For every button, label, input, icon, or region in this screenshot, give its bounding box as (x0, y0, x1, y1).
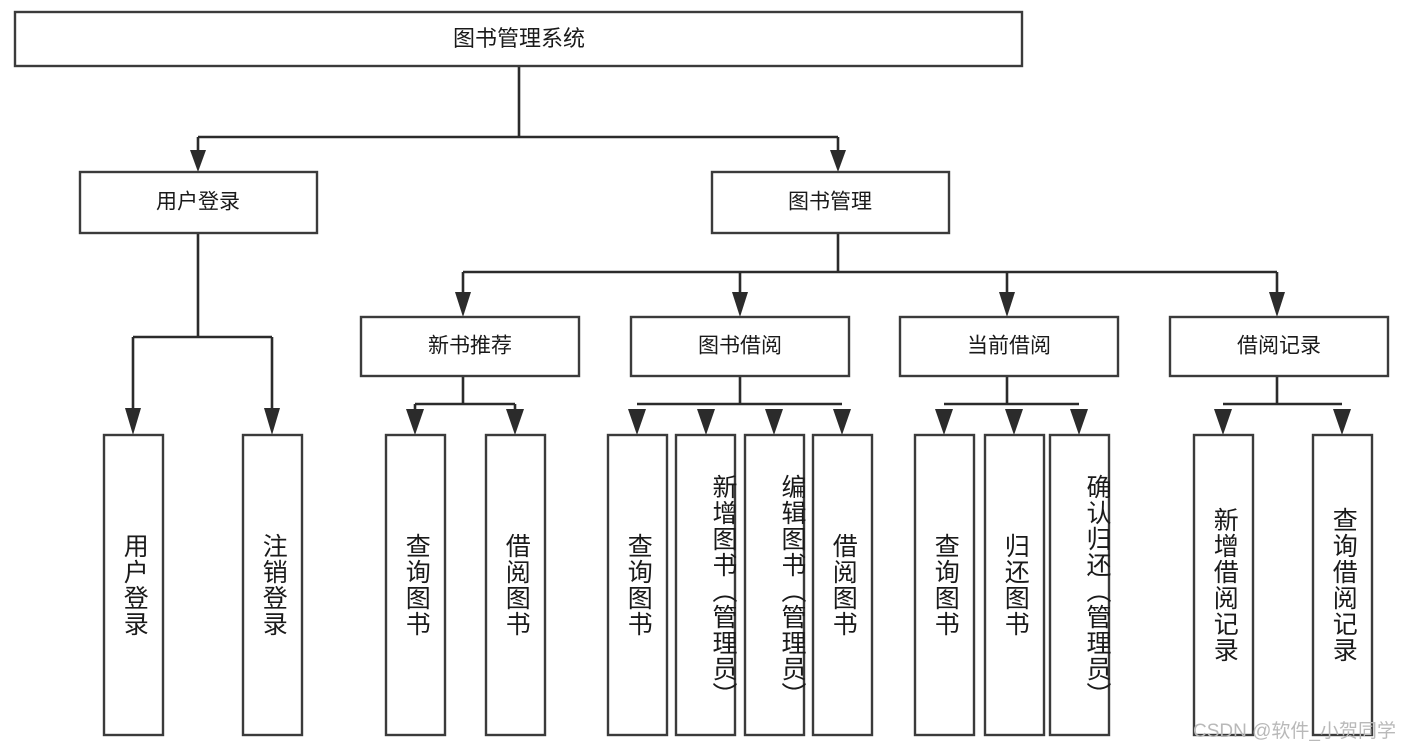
node-new-book-rec[interactable]: 新书推荐 (359, 315, 581, 378)
arrow-leaf-add-record (1214, 409, 1232, 435)
node-book-borrow-box[interactable] (629, 315, 851, 378)
node-book-borrow-label: 图书借阅 (698, 335, 782, 358)
node-current-borrow-label: 当前借阅 (967, 335, 1051, 358)
leaf-return-book-box[interactable] (983, 433, 1046, 737)
arrow-leaf-query-record (1333, 409, 1351, 435)
arrow-book-borrow (732, 292, 748, 317)
arrow-leaf-borrow-book-2 (833, 409, 851, 435)
node-root-label: 图书管理系统 (453, 26, 585, 51)
connectors-book-manage-to-level3 (455, 233, 1285, 317)
connectors-root-to-level2 (190, 66, 846, 172)
node-root-box[interactable] (13, 10, 1024, 68)
leaf-add-record-box[interactable] (1192, 433, 1255, 737)
arrow-leaf-query-book-3 (935, 409, 953, 435)
leaf-user-logout-box[interactable] (241, 433, 304, 737)
leaf-add-book-box[interactable] (674, 433, 737, 737)
leaf-query-book-3-box[interactable] (913, 433, 976, 737)
node-borrow-record-box[interactable] (1168, 315, 1390, 378)
node-current-borrow[interactable]: 当前借阅 (898, 315, 1120, 378)
node-borrow-record-label: 借阅记录 (1237, 335, 1321, 358)
csdn-watermark: CSDN @软件_小贺同学 (1193, 721, 1396, 742)
leaf-query-book-2-box[interactable] (606, 433, 669, 737)
leaf-borrow-book-2-box[interactable] (811, 433, 874, 737)
arrow-leaf-confirm-return (1070, 409, 1088, 435)
node-current-borrow-box[interactable] (898, 315, 1120, 378)
arrow-book-manage (830, 150, 846, 172)
node-user-login-label: 用户登录 (156, 191, 240, 214)
leaf-user-login-box[interactable] (102, 433, 165, 737)
arrow-leaf-return-book (1005, 409, 1023, 435)
node-new-book-rec-label: 新书推荐 (428, 335, 512, 358)
leaf-borrow-book-1-box[interactable] (484, 433, 547, 737)
connectors-user-login-to-leaves (125, 233, 280, 435)
leaf-boxes (102, 433, 1374, 737)
node-root[interactable]: 图书管理系统 (13, 10, 1024, 68)
leaf-query-book-1-box[interactable] (384, 433, 447, 737)
node-borrow-record[interactable]: 借阅记录 (1168, 315, 1390, 378)
arrow-current-borrow (999, 292, 1015, 317)
leaf-confirm-return-box[interactable] (1048, 433, 1111, 737)
arrow-new-book-rec (455, 292, 471, 317)
arrow-borrow-record (1269, 292, 1285, 317)
connectors-borrow-record-to-leaves (1214, 376, 1351, 435)
connectors-current-borrow-to-leaves (935, 376, 1088, 435)
arrow-leaf-query-book-2 (628, 409, 646, 435)
node-new-book-rec-box[interactable] (359, 315, 581, 378)
node-book-manage-box[interactable] (710, 170, 951, 235)
arrow-leaf-edit-book (765, 409, 783, 435)
arrow-leaf-borrow-book-1 (506, 409, 524, 435)
node-book-manage-label: 图书管理 (788, 191, 872, 214)
arrow-user-login (190, 150, 206, 172)
node-book-borrow[interactable]: 图书借阅 (629, 315, 851, 378)
leaf-query-record-box[interactable] (1311, 433, 1374, 737)
arrow-leaf-query-book-1 (406, 409, 424, 435)
node-user-login[interactable]: 用户登录 (78, 170, 319, 235)
arrow-leaf-user-login (125, 408, 141, 435)
arrow-leaf-user-logout (264, 408, 280, 435)
connectors-new-book-rec-to-leaves (406, 376, 524, 435)
node-user-login-box[interactable] (78, 170, 319, 235)
leaf-edit-book-box[interactable] (743, 433, 806, 737)
connectors-book-borrow-to-leaves (628, 376, 851, 435)
arrow-leaf-add-book (697, 409, 715, 435)
node-book-manage[interactable]: 图书管理 (710, 170, 951, 235)
